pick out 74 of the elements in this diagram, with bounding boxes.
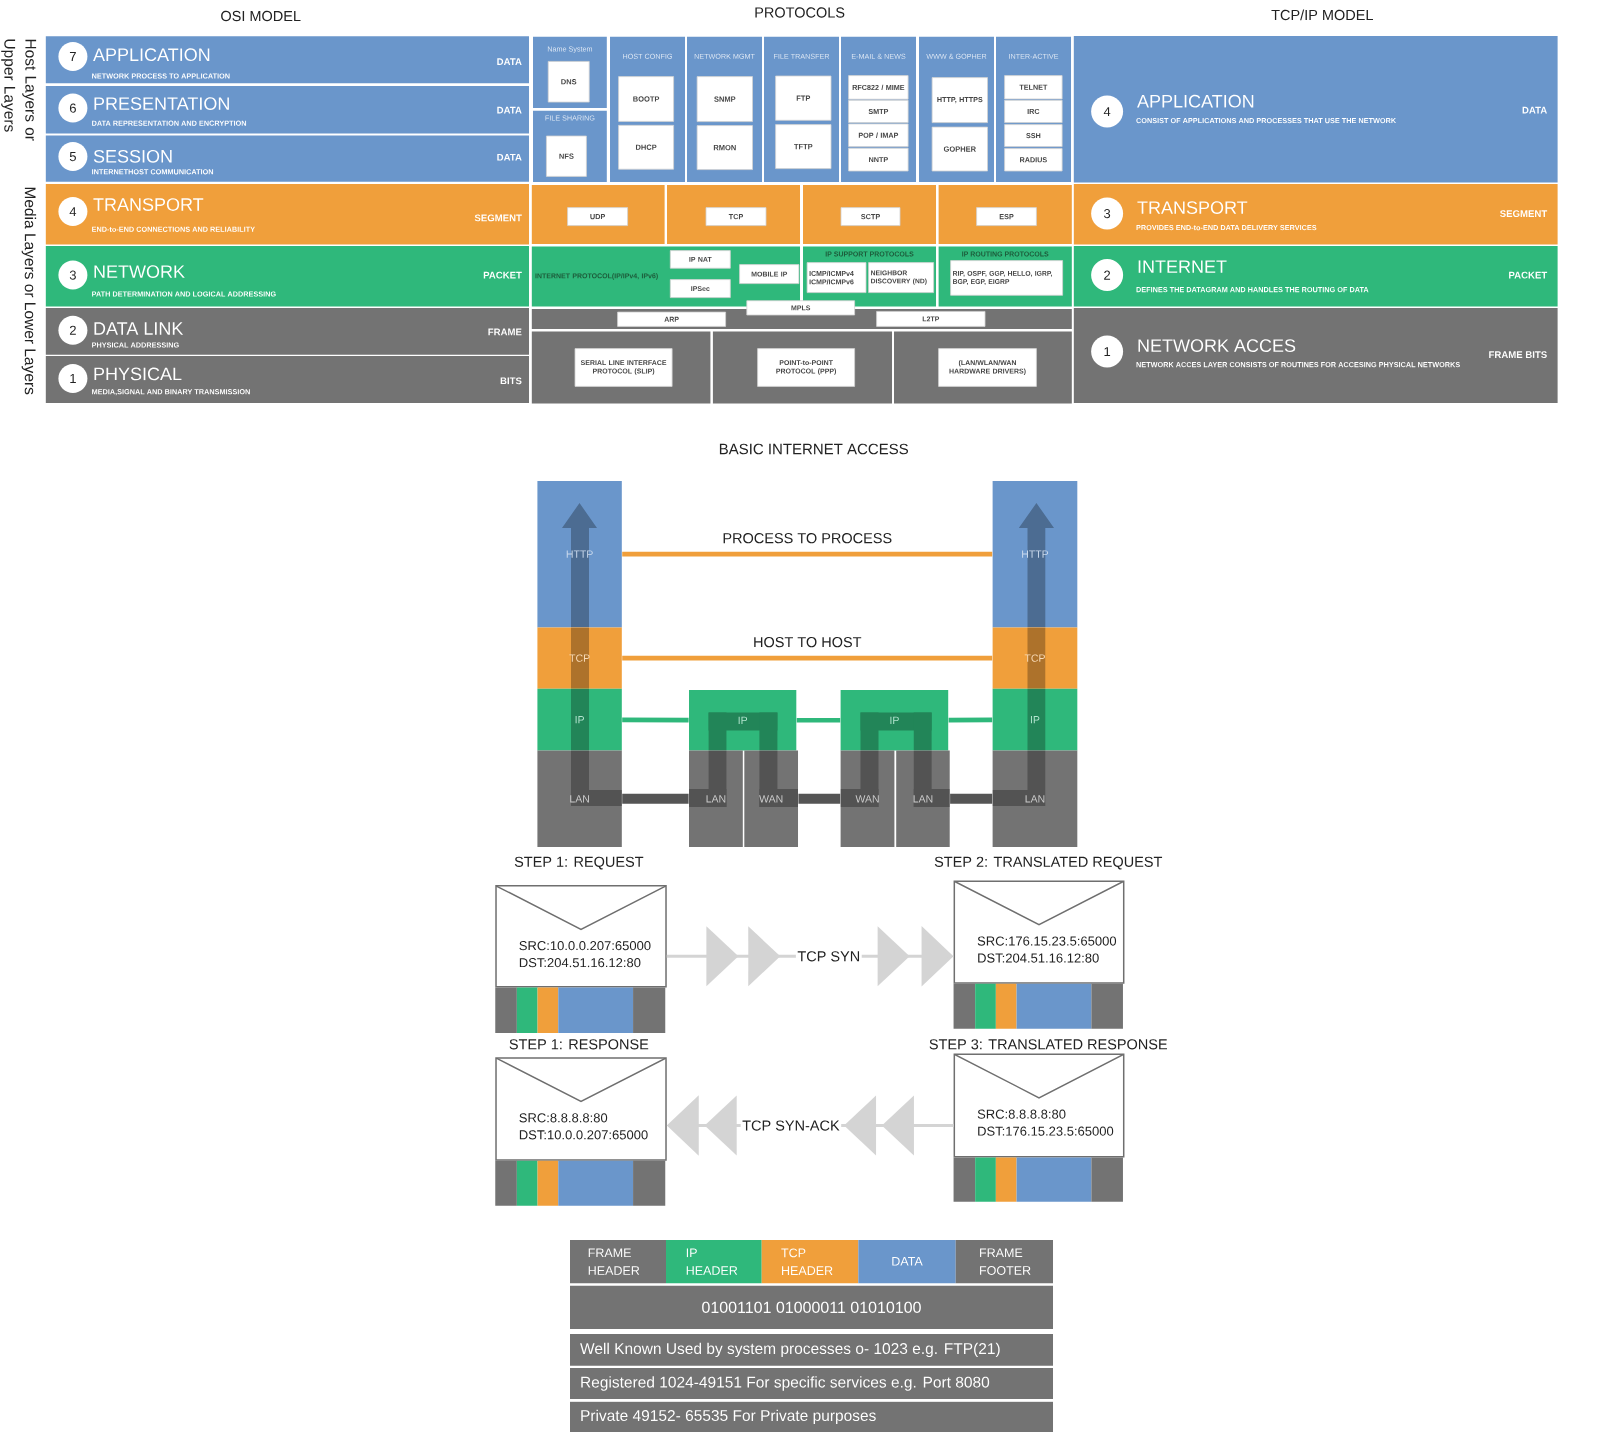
edge-label: PROCESS TO PROCESS xyxy=(720,531,894,545)
table-cell: Well Known Used by system processes o- 1023 e.g. FTP(21) xyxy=(570,1334,1053,1366)
side-label: Media Layers or Lower Layers xyxy=(21,187,37,395)
node-label: LAN xyxy=(706,795,726,803)
table-cell: TCP HEADER xyxy=(761,1240,859,1284)
section-heading: PROTOCOLS xyxy=(755,7,845,18)
unit-label: PACKET xyxy=(1509,271,1548,279)
layer-block: LAN xyxy=(992,750,1078,847)
unit-label: FRAME xyxy=(488,328,522,336)
step-heading: STEP 1: REQUEST xyxy=(514,856,644,870)
envelope: SRC:8.8.8.8:80 DST:176.15.23.5:65000 xyxy=(953,1053,1125,1158)
connector-line xyxy=(622,655,993,661)
connector-line xyxy=(948,717,993,723)
layer-title: NETWORK ACCES xyxy=(1138,339,1296,352)
envelope: SRC:8.8.8.8:80 DST:10.0.0.207:65000 xyxy=(495,1057,667,1161)
layer-block: IP xyxy=(992,688,1078,751)
step-heading: STEP 3: TRANSLATED RESPONSE xyxy=(929,1039,1167,1050)
layer-block: TCP xyxy=(992,627,1078,689)
layer-block: TCP xyxy=(537,627,622,689)
layer-title: APPLICATION xyxy=(1137,94,1254,108)
layer-block: IP xyxy=(840,690,949,751)
section-heading: TCP/IP MODEL xyxy=(1271,9,1373,21)
table-cell: Private 49152- 65535 For Private purposes xyxy=(570,1401,1053,1432)
edge-label: TCP SYN xyxy=(795,949,862,963)
unit-label: DATA xyxy=(1522,106,1547,114)
connector-line xyxy=(796,718,841,723)
layer-title: SESSION xyxy=(93,149,172,163)
edge-label: HOST TO HOST xyxy=(751,635,864,649)
connector-line xyxy=(950,793,993,804)
unit-label: SEGMENT xyxy=(474,214,522,222)
layer-block: HTTP xyxy=(992,480,1078,628)
connector-line xyxy=(622,551,993,557)
step-heading: STEP 2: TRANSLATED REQUEST xyxy=(934,856,1163,870)
node-label: WAN xyxy=(759,795,783,803)
node-label: LAN xyxy=(913,795,933,803)
section-heading: OSI MODEL xyxy=(221,10,301,22)
layer-title: TRANSPORT xyxy=(93,198,204,211)
layer-title: APPLICATION xyxy=(93,48,210,62)
envelope: SRC:10.0.0.207:65000 DST:204.51.16.12:80 xyxy=(495,885,667,988)
layer-block: LAN xyxy=(537,750,622,847)
layer-title: DATA LINK xyxy=(94,322,184,335)
unit-label: PACKET xyxy=(483,271,522,279)
table-cell: FRAME HEADER xyxy=(570,1240,666,1284)
table-cell: Registered 1024-49151 For specific services e.g. Port 8080 xyxy=(570,1368,1053,1399)
layer-block: LAN xyxy=(896,750,950,847)
layer-title: NETWORK xyxy=(94,265,185,278)
node-label: WAN xyxy=(855,795,879,803)
layer-title: INTERNET xyxy=(1138,260,1227,273)
unit-label: SEGMENT xyxy=(1500,210,1548,217)
layer-block: IP xyxy=(689,690,797,751)
layer-title: PHYSICAL xyxy=(94,367,182,381)
layer-block: IP xyxy=(537,688,622,751)
envelope: SRC:176.15.23.5:65000 DST:204.51.16.12:80 xyxy=(953,880,1125,984)
table-cell: FRAME FOOTER xyxy=(955,1240,1053,1284)
layer-block: LAN xyxy=(689,750,743,847)
layer-block: WAN xyxy=(840,750,895,847)
step-heading: STEP 1: RESPONSE xyxy=(509,1039,649,1050)
connector-line xyxy=(622,793,689,804)
connector-line xyxy=(622,717,689,723)
unit-label: DATA xyxy=(497,154,522,161)
layer-title: PRESENTATION xyxy=(94,97,229,110)
layer-block: HTTP xyxy=(537,480,622,628)
side-label: Host Layers or Upper Layers xyxy=(1,39,37,141)
table-cell: DATA xyxy=(858,1240,956,1284)
edge-label: TCP SYN-ACK xyxy=(740,1118,842,1133)
unit-label: FRAME BITS xyxy=(1489,351,1547,358)
unit-label: DATA xyxy=(497,58,522,65)
unit-label: BITS xyxy=(500,377,522,385)
layer-title: TRANSPORT xyxy=(1137,201,1248,214)
table-cell: IP HEADER xyxy=(666,1240,762,1284)
unit-label: DATA xyxy=(497,106,522,114)
connector-line xyxy=(798,793,841,804)
layer-block: WAN xyxy=(744,750,798,847)
section-heading: BASIC INTERNET ACCESS xyxy=(719,443,909,455)
